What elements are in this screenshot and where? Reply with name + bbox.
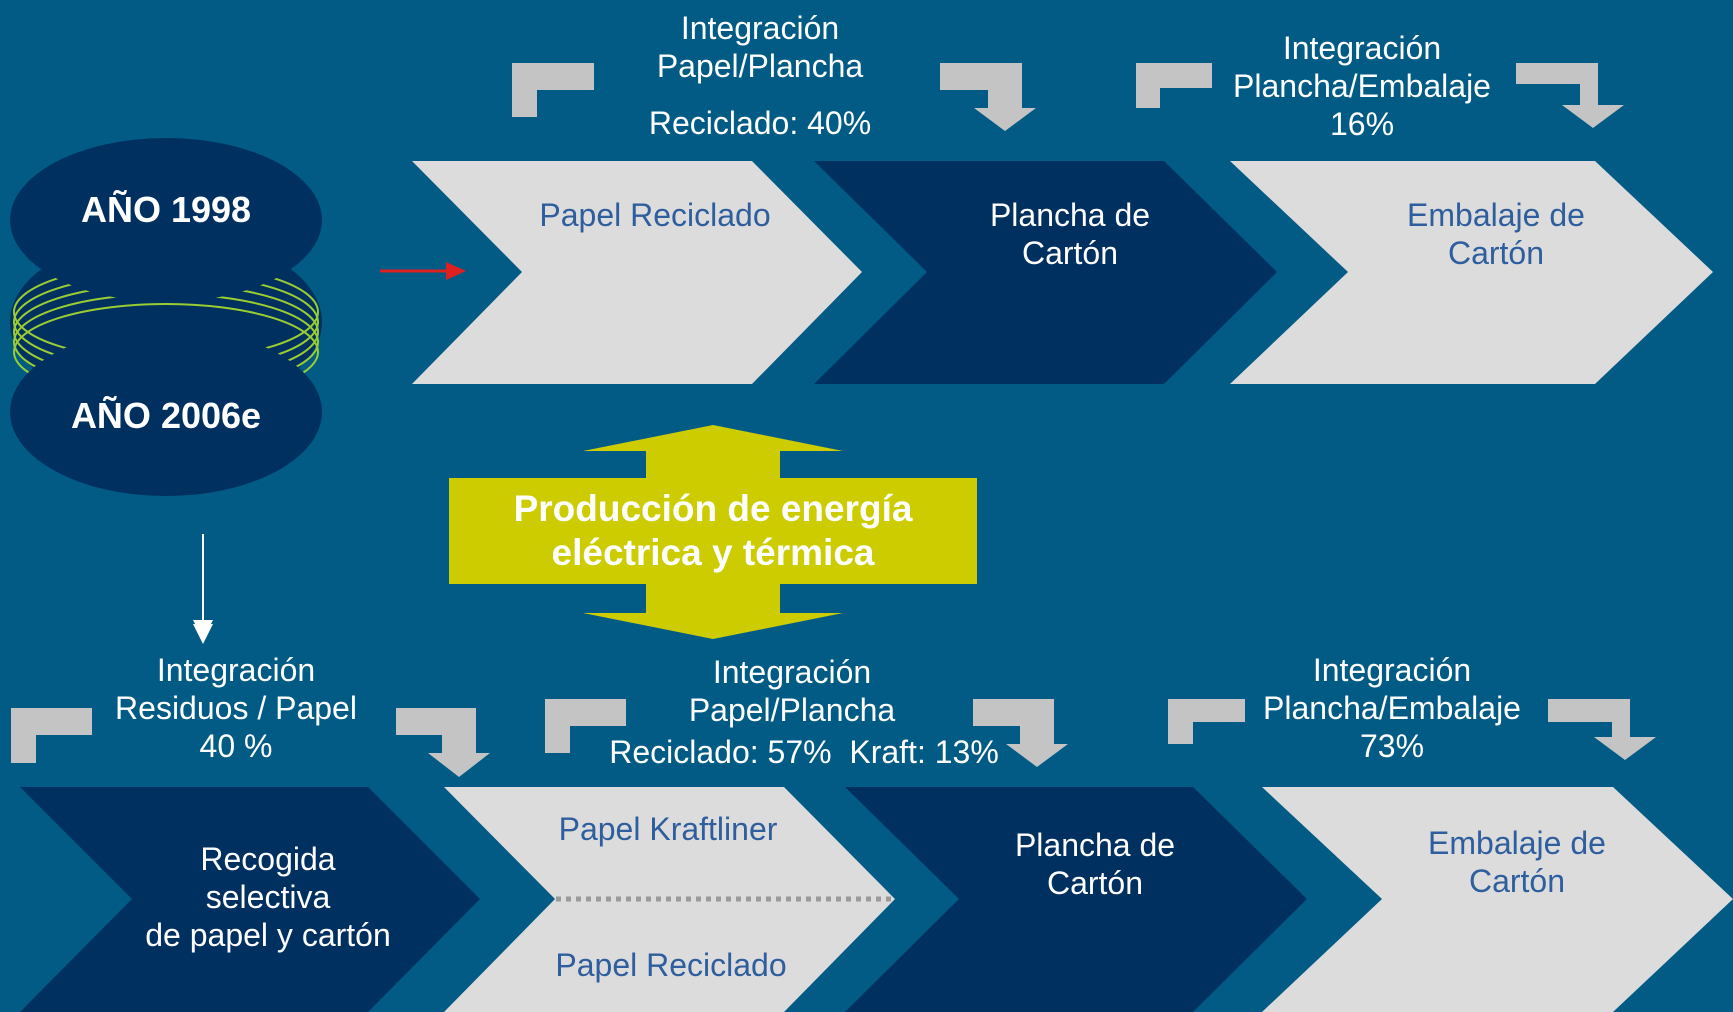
chevron-recogida-selectiva-2006 (20, 787, 480, 1012)
stage-plancha-carton-1998: Plancha de Cartón (989, 197, 1151, 271)
bracket-end-arrow-icon (1548, 699, 1656, 760)
chevron-plancha-carton-2006 (845, 787, 1307, 1012)
red-arrow-icon (380, 262, 466, 280)
down-arrow-head-icon (193, 624, 213, 644)
stage-recogida-selectiva-2006: Recogida selectiva de papel y cartón (145, 841, 391, 953)
bracket-end-arrow-icon (973, 699, 1068, 767)
integration-papel-plancha-2006-title: Integración Papel/Plancha (688, 654, 896, 728)
bracket-end-arrow-icon (940, 63, 1036, 131)
bracket-start-icon (545, 699, 626, 753)
bracket-start-icon (1168, 699, 1245, 744)
energy-double-arrow (449, 425, 977, 639)
stage-papel-reciclado-1998: Papel Reciclado (539, 197, 771, 233)
integration-residuos-papel-2006: Integración Residuos / Papel 40 % (115, 652, 357, 764)
bracket-arrows-1998 (512, 63, 1624, 131)
integration-papel-plancha-2006-value: Reciclado: 57% Kraft: 13% (609, 734, 999, 770)
chevron-papel-reciclado-1998 (412, 161, 862, 384)
chevron-plancha-carton-1998 (814, 161, 1277, 384)
year-1998-ellipse (10, 138, 322, 302)
integration-papel-plancha-1998-value: Reciclado: 40% (648, 105, 872, 141)
energy-production-label: Producción de energía eléctrica y térmic… (513, 488, 913, 573)
integration-papel-plancha-1998-title: Integración Papel/Plancha (656, 10, 864, 84)
year-1998-label: AÑO 1998 (80, 189, 252, 230)
chevron-embalaje-carton-2006 (1262, 787, 1733, 1012)
bracket-start-icon (1136, 63, 1212, 108)
integration-plancha-embalaje-2006: Integración Plancha/Embalaje 73% (1263, 652, 1521, 764)
stage-papel-reciclado-2006: Papel Reciclado (555, 947, 787, 983)
year-2006-label: AÑO 2006e (70, 395, 262, 436)
bracket-arrows-2006 (11, 699, 1656, 777)
year-2006-ellipse (10, 328, 322, 496)
bracket-end-arrow-icon (1516, 63, 1624, 128)
integration-plancha-embalaje-1998: Integración Plancha/Embalaje 16% (1233, 30, 1491, 142)
bracket-start-icon (512, 63, 594, 117)
chevron-embalaje-carton-1998 (1230, 161, 1713, 384)
stage-plancha-carton-2006: Plancha de Cartón (1014, 827, 1176, 901)
stage-embalaje-carton-2006: Embalaje de Cartón (1428, 825, 1606, 899)
bracket-end-arrow-icon (396, 708, 490, 777)
stage-embalaje-carton-1998: Embalaje de Cartón (1407, 197, 1585, 271)
stage-papel-kraftliner-2006: Papel Kraftliner (558, 811, 778, 847)
bracket-start-icon (11, 708, 92, 763)
